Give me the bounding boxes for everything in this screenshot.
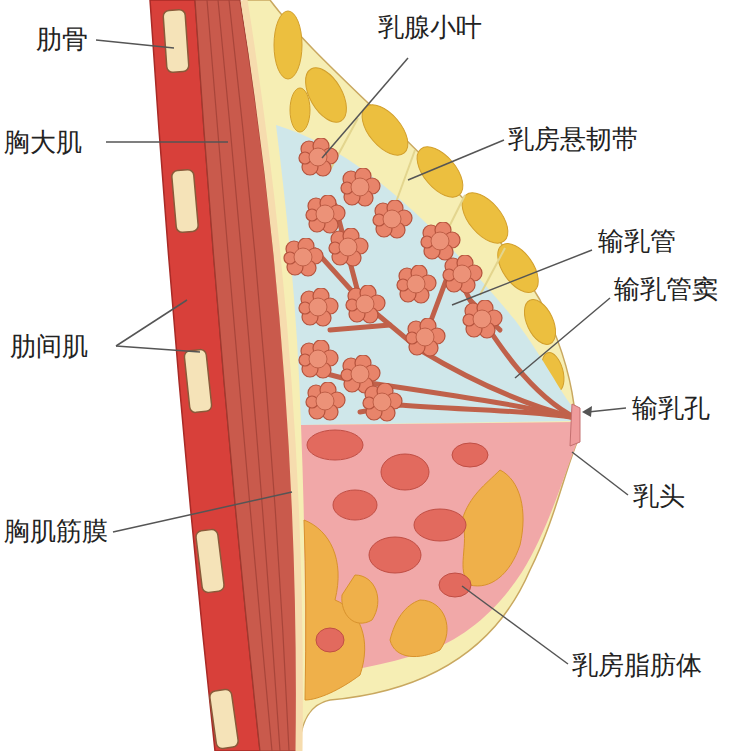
lower-gland-region: [301, 422, 578, 676]
part-label: 胸大肌: [4, 127, 82, 157]
lower-gland-lobes: [307, 430, 488, 652]
milk-ducts: [312, 205, 576, 418]
part-label: 乳腺小叶: [378, 12, 482, 42]
part-label: 乳头: [633, 481, 685, 511]
part-label: 输乳孔: [632, 393, 710, 423]
part-label: 乳房悬韧带: [508, 124, 638, 154]
rib-symbols: [163, 9, 239, 749]
breast-outline: [244, 0, 578, 751]
nipple-shape: [570, 404, 580, 446]
part-label: 胸肌筋膜: [4, 516, 108, 546]
part-label: 输乳管: [598, 226, 676, 256]
leader-arrowhead: [582, 406, 592, 417]
part-label: 输乳管窦: [614, 274, 718, 304]
gland-lobules: [284, 138, 502, 421]
part-label: 乳房脂肪体: [572, 650, 702, 680]
part-label: 肋间肌: [10, 331, 88, 361]
lower-fat-lobules: [304, 470, 523, 700]
part-label: 肋骨: [36, 24, 88, 54]
